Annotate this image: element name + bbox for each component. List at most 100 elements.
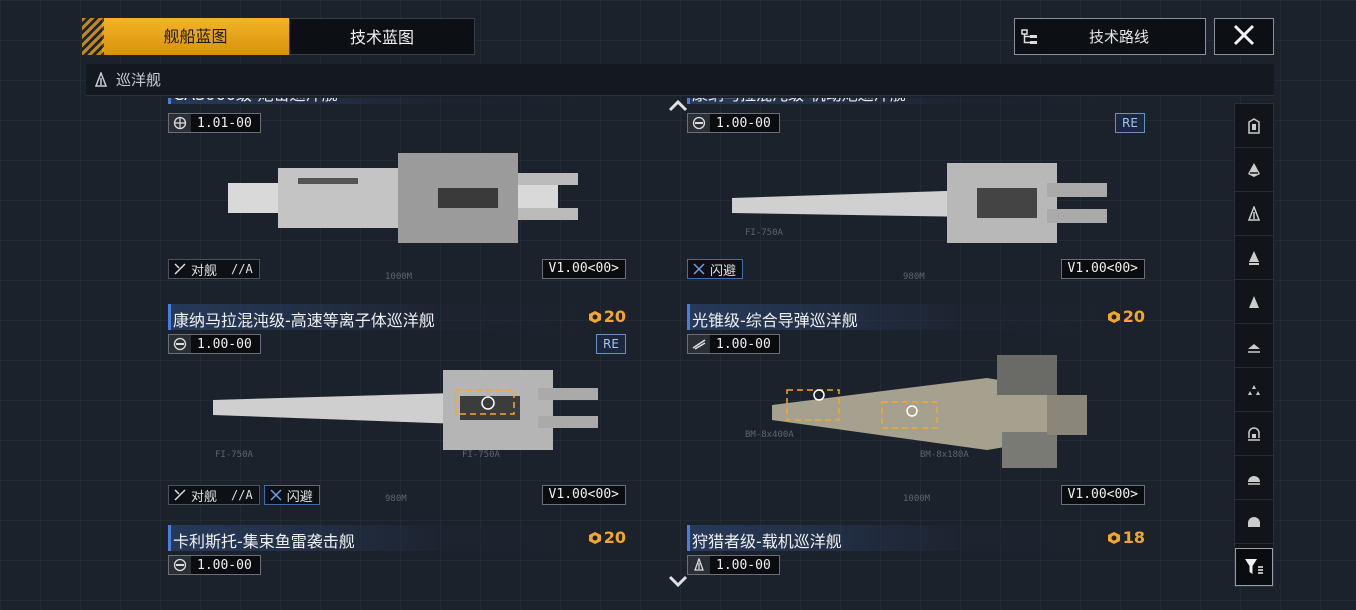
ship-blueprint-image bbox=[732, 163, 1107, 243]
ship-card-cost: 20 bbox=[588, 528, 626, 547]
ship-version-badge: 1.00-00 bbox=[168, 555, 261, 575]
blueprint-cost-icon bbox=[588, 310, 601, 323]
ship-card-title: CAS066级-炮击巡洋舰 bbox=[173, 98, 338, 105]
ship-card-title: 康纳马拉混沌级-高速等离子体巡洋舰 bbox=[173, 311, 435, 330]
ship-version-badge: 1.00-00 bbox=[687, 113, 780, 133]
ship-tags: 闪避 bbox=[687, 259, 744, 279]
scroll-up-icon[interactable] bbox=[668, 98, 688, 112]
ship-version-badge: 1.00-00 bbox=[687, 555, 780, 575]
ship-card-title-bar bbox=[687, 98, 1147, 104]
cruiser-icon bbox=[688, 556, 710, 574]
category-bar: 巡洋舰 bbox=[86, 64, 1274, 96]
tab-ship-blueprint[interactable]: 舰船蓝图 bbox=[102, 18, 289, 55]
tag-evasion: 闪避 bbox=[687, 259, 744, 279]
deco-label: 1000M bbox=[385, 272, 413, 282]
filter-item-frigate[interactable] bbox=[1235, 280, 1273, 324]
ship-card-title-bar bbox=[687, 304, 1147, 330]
tag-anti-ship: 对舰//A bbox=[168, 259, 260, 279]
blueprint-cost-icon bbox=[1107, 531, 1120, 544]
filter-sort-button[interactable] bbox=[1235, 548, 1273, 586]
ship-version-badge: 1.01-00 bbox=[168, 113, 261, 133]
re-badge: RE bbox=[596, 334, 626, 354]
evasion-icon bbox=[265, 486, 287, 504]
ship-card-title: 光锥级-综合导弹巡洋舰 bbox=[692, 311, 858, 330]
ship-card[interactable]: 康纳马拉混沌级-高速等离子体巡洋舰 20 1.00-00 RE 对舰//A 闪避… bbox=[168, 304, 628, 509]
railgun-icon bbox=[169, 335, 191, 353]
deco-label: FI-750A bbox=[215, 450, 253, 460]
deco-label: 980M bbox=[903, 272, 925, 282]
cruiser-icon bbox=[1247, 205, 1261, 221]
deco-label: 1000M bbox=[903, 494, 931, 504]
ship-card-cost: 20 bbox=[1107, 98, 1145, 100]
tree-list-icon bbox=[1015, 28, 1045, 46]
ship-card-title-bar bbox=[687, 525, 1147, 551]
deco-label: BM-8x400A bbox=[745, 430, 794, 440]
scroll-down-icon[interactable] bbox=[668, 575, 688, 589]
ship-version-tag: V1.00<00> bbox=[1060, 485, 1145, 505]
carrier-icon bbox=[1248, 117, 1260, 134]
filter-item-shield[interactable] bbox=[1235, 500, 1273, 544]
cruiser-class-icon bbox=[86, 71, 116, 88]
filter-funnel-icon bbox=[1245, 559, 1263, 574]
ship-version-tag: V1.00<00> bbox=[541, 485, 626, 505]
re-badge: RE bbox=[1115, 113, 1145, 133]
close-icon bbox=[1232, 23, 1256, 51]
blueprint-cost-icon bbox=[1107, 310, 1120, 323]
station-icon bbox=[1248, 426, 1260, 441]
frigate-icon bbox=[1249, 295, 1259, 308]
ship-card-cost: 18 bbox=[588, 98, 626, 100]
ship-card[interactable]: CAS066级-炮击巡洋舰 18 1.01-00 对舰//A V1.00<00> bbox=[168, 98, 628, 283]
ship-blueprint-image bbox=[228, 153, 578, 243]
deco-label: 980M bbox=[385, 494, 407, 504]
missile-icon bbox=[688, 335, 710, 353]
fighter-icon bbox=[1248, 384, 1260, 395]
blueprint-cost-icon bbox=[588, 531, 601, 544]
ship-card-title: 狩猎者级-载机巡洋舰 bbox=[692, 532, 842, 551]
ship-version-tag: V1.00<00> bbox=[1060, 259, 1145, 279]
filter-item-corvette[interactable] bbox=[1235, 324, 1273, 368]
battleship-icon bbox=[1248, 162, 1260, 177]
corvette-icon bbox=[1248, 343, 1260, 353]
tab-tech-blueprint[interactable]: 技术蓝图 bbox=[289, 18, 475, 55]
top-tab-bar: 舰船蓝图 技术蓝图 bbox=[82, 18, 475, 55]
close-button[interactable] bbox=[1214, 18, 1274, 55]
ship-card-title-bar bbox=[168, 98, 628, 104]
filter-item-station[interactable] bbox=[1235, 412, 1273, 456]
ship-version-tag: V1.00<00> bbox=[541, 259, 626, 279]
deco-label: FI-750A bbox=[462, 450, 500, 460]
filter-item-destroyer[interactable] bbox=[1235, 236, 1273, 280]
tag-anti-ship: 对舰//A bbox=[168, 485, 260, 505]
filter-item-carrier[interactable] bbox=[1235, 104, 1273, 148]
ship-blueprint-image bbox=[772, 355, 1087, 468]
ship-card[interactable]: 卡利斯托-集束鱼雷袭击舰 20 1.00-00 bbox=[168, 525, 628, 610]
ship-card-title-bar bbox=[168, 304, 628, 330]
ship-card-title: 卡利斯托-集束鱼雷袭击舰 bbox=[173, 532, 355, 551]
ship-card[interactable]: 康纳马拉混沌级-机动炮巡洋舰 20 1.00-00 RE 闪避 V1.00<00… bbox=[687, 98, 1147, 283]
ship-tags: 对舰//A 闪避 bbox=[168, 485, 320, 505]
ship-tags: 对舰//A bbox=[168, 259, 260, 279]
filter-item-cruiser[interactable] bbox=[1235, 192, 1273, 236]
ship-version-badge: 1.00-00 bbox=[687, 334, 780, 354]
filter-item-battleship[interactable] bbox=[1235, 148, 1273, 192]
ship-card-title-bar bbox=[168, 525, 628, 551]
deco-label: BM-8x180A bbox=[920, 450, 969, 460]
globe-icon bbox=[169, 114, 191, 132]
shield-dome-icon bbox=[1248, 516, 1260, 527]
ship-card-cost: 18 bbox=[1107, 528, 1145, 547]
hazard-stripe bbox=[82, 18, 104, 55]
ship-type-filter-bar bbox=[1234, 103, 1274, 587]
ship-blueprint-image bbox=[213, 370, 598, 450]
filter-item-dome[interactable] bbox=[1235, 456, 1273, 500]
destroyer-icon bbox=[1249, 250, 1259, 265]
ship-card-cost: 20 bbox=[1107, 307, 1145, 326]
railgun-icon bbox=[688, 114, 710, 132]
tech-route-label: 技术路线 bbox=[1088, 28, 1149, 46]
ship-card[interactable]: 狩猎者级-载机巡洋舰 18 1.00-00 bbox=[687, 525, 1147, 610]
deco-label: FI-750A bbox=[745, 228, 783, 238]
tech-route-button[interactable]: 技术路线 bbox=[1014, 18, 1206, 55]
ship-card[interactable]: 光锥级-综合导弹巡洋舰 20 1.00-00 V1.00<00> bbox=[687, 304, 1147, 509]
tag-evasion: 闪避 bbox=[263, 485, 320, 505]
filter-item-fighter[interactable] bbox=[1235, 368, 1273, 412]
ship-card-cost: 20 bbox=[588, 307, 626, 326]
railgun-icon bbox=[169, 556, 191, 574]
